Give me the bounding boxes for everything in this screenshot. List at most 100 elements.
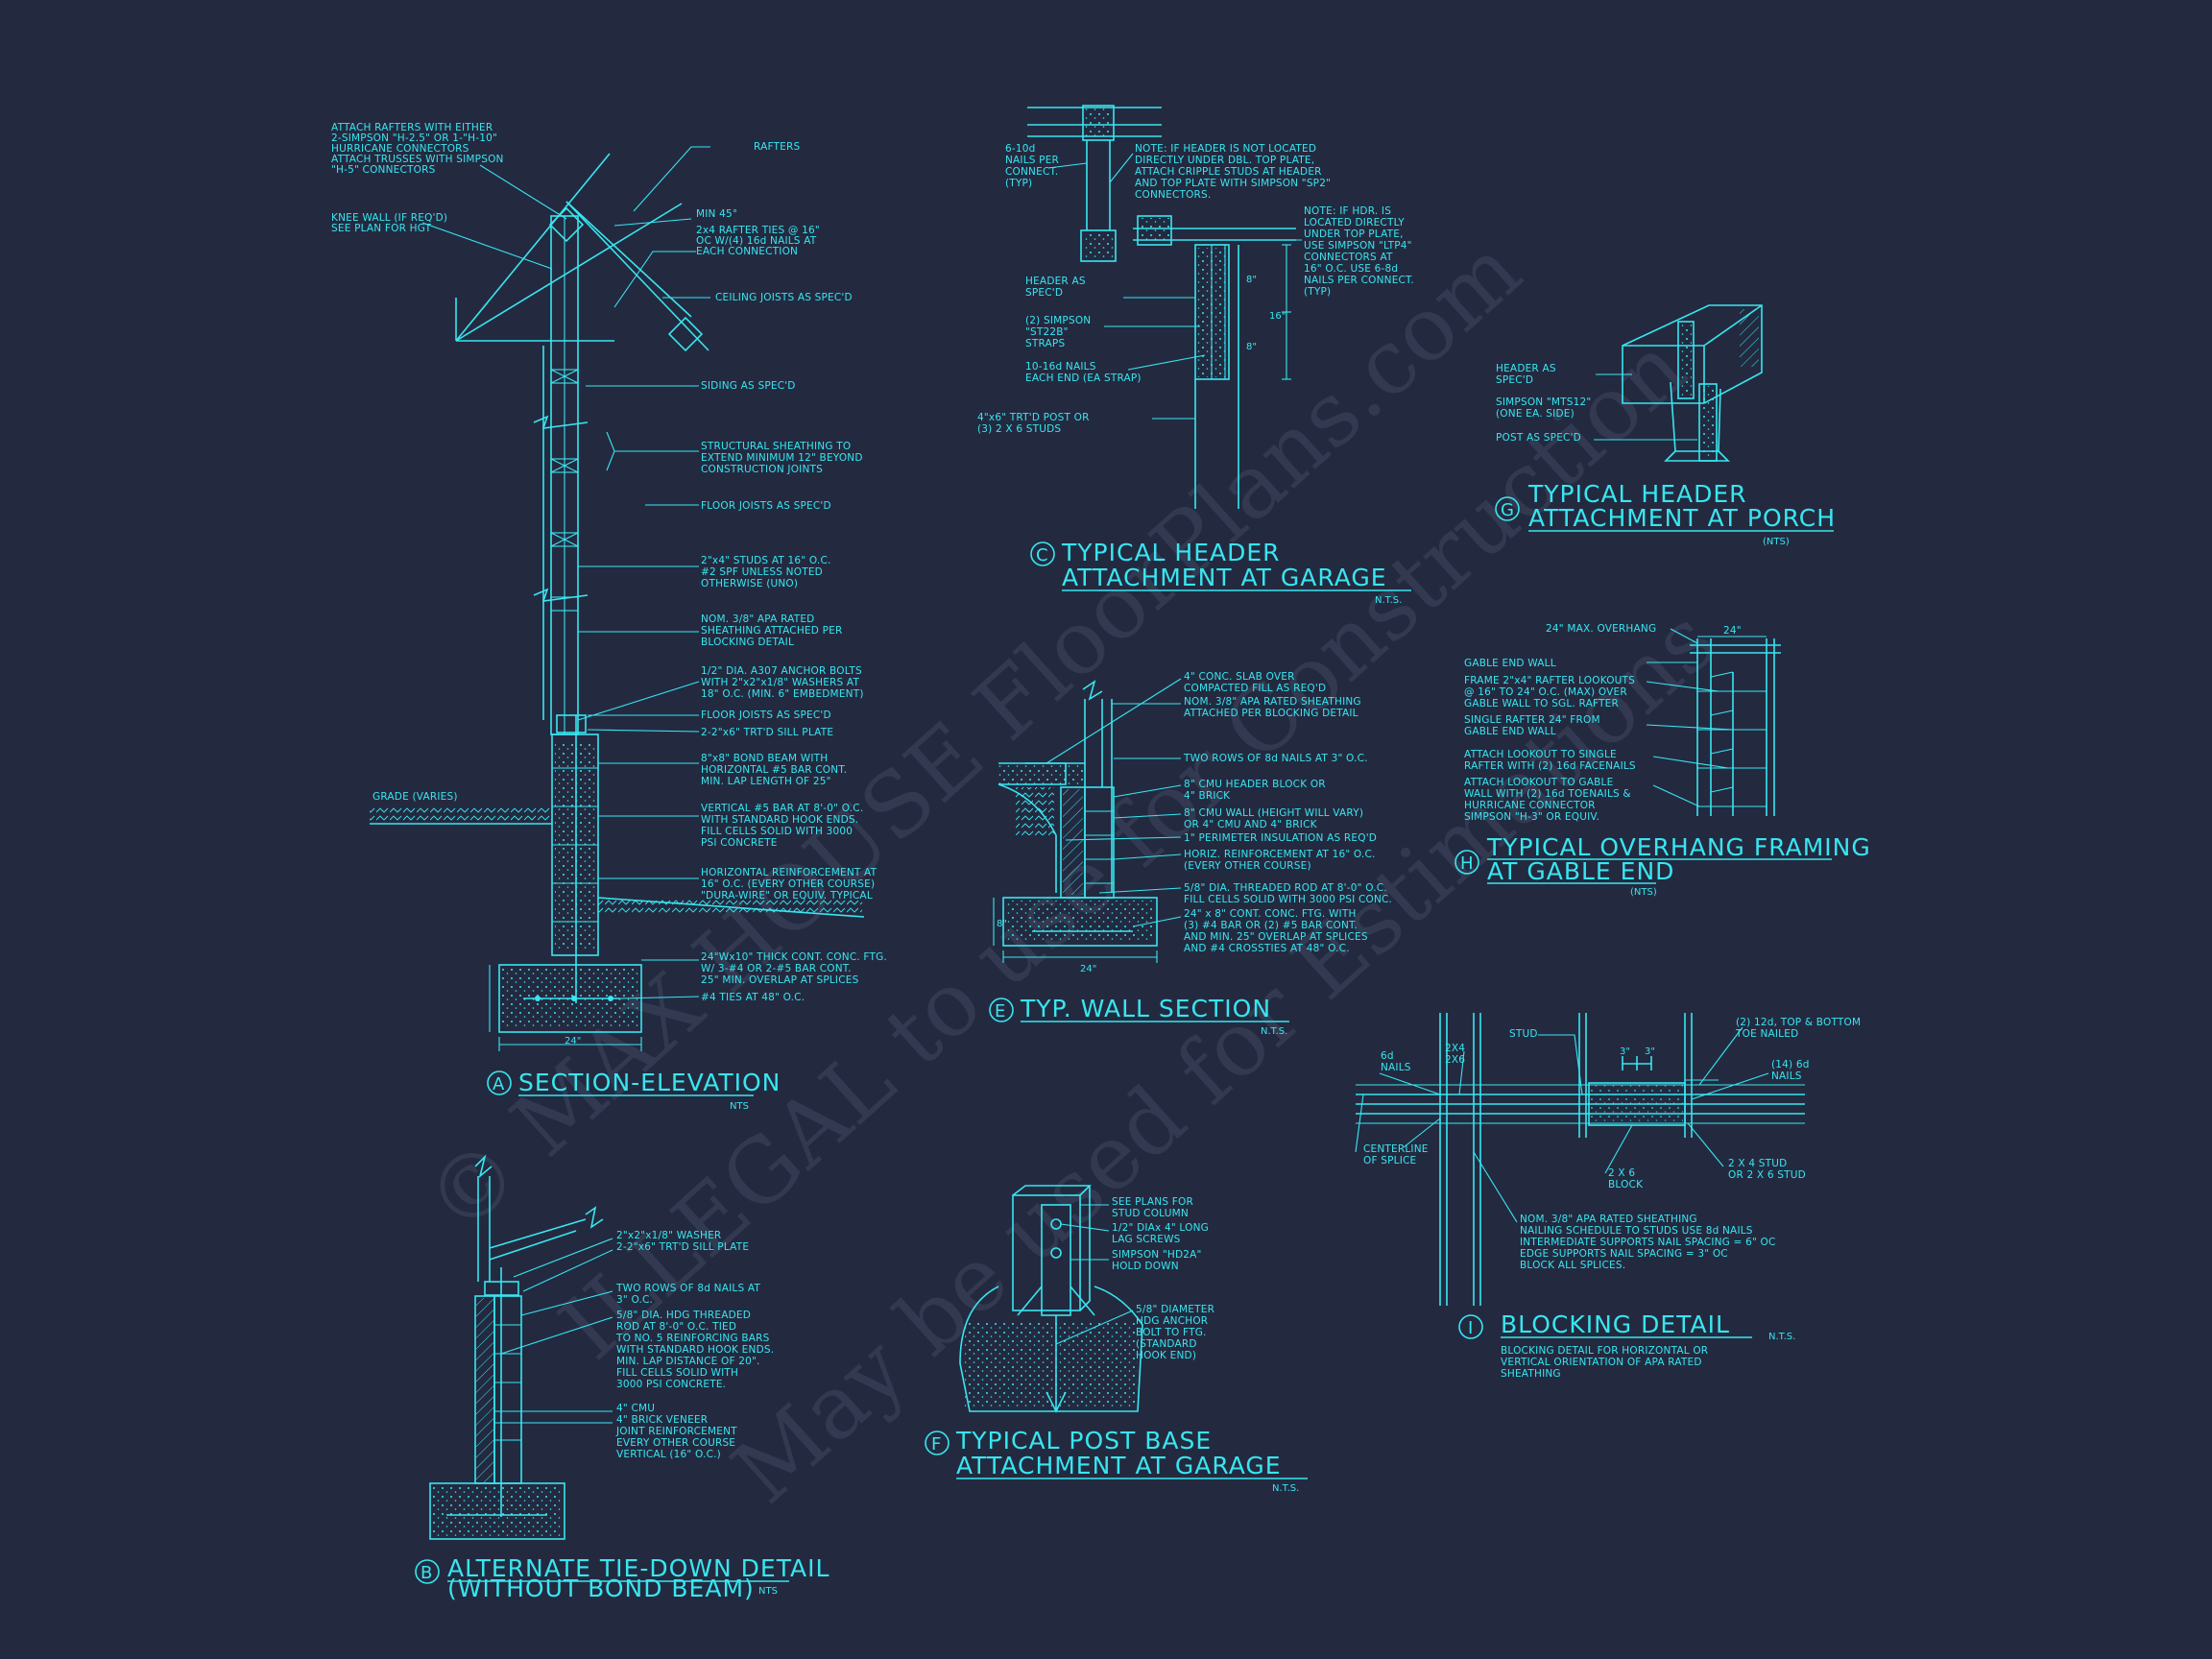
a-note-grade: GRADE (VARIES): [373, 791, 458, 803]
detail-b-nts: NTS: [758, 1586, 778, 1597]
c-note-st22b-straps: (2) SIMPSON"ST22B"STRAPS: [1025, 315, 1091, 349]
detail-c-letter: C: [1036, 545, 1048, 565]
detail-e-dim: 24": [1080, 964, 1096, 974]
detail-a-letter: A: [493, 1074, 505, 1094]
detail-g-letter: G: [1501, 500, 1514, 520]
a-note-studs: 2"x4" STUDS AT 16" O.C.#2 SPF UNLESS NOT…: [701, 555, 831, 589]
a-note-min-45: MIN 45°: [696, 208, 737, 220]
detail-a-title: SECTION-ELEVATION: [518, 1069, 781, 1096]
detail-g-title-block: G TYPICAL HEADER ATTACHMENT AT PORCH (NT…: [1495, 480, 1835, 547]
detail-f-title-block: F TYPICAL POST BASE ATTACHMENT AT GARAGE…: [925, 1427, 1308, 1494]
detail-h-title-line-1: TYPICAL OVERHANG FRAMING: [1486, 833, 1871, 861]
a-note-floor-joists-1: FLOOR JOISTS AS SPEC'D: [701, 500, 831, 512]
detail-b-title: ALTERNATE TIE-DOWN DETAIL: [447, 1554, 830, 1582]
detail-h-letter: H: [1460, 854, 1474, 874]
detail-a-drawing: 24": [370, 153, 865, 1051]
e-note-horiz-reinforcement: HORIZ. REINFORCEMENT AT 16" O.C.(EVERY O…: [1184, 849, 1376, 872]
e-note-nails: TWO ROWS OF 8d NAILS AT 3" O.C.: [1183, 753, 1368, 764]
detail-b-subtitle: (WITHOUT BOND BEAM): [447, 1575, 755, 1602]
detail-f-leaders: [1055, 1204, 1134, 1345]
detail-i-leaders: [1379, 1026, 1769, 1223]
h-note-rafter-lookouts: FRAME 2"x4" RAFTER LOOKOUTS@ 16" TO 24" …: [1464, 675, 1635, 709]
c-note-post: 4"x6" TRT'D POST OR(3) 2 X 6 STUDS: [977, 412, 1090, 435]
detail-e-drawing: 24" 8": [993, 680, 1158, 974]
detail-i-nts: N.T.S.: [1768, 1332, 1795, 1342]
detail-i-title-block: I BLOCKING DETAIL N.T.S. BLOCKING DETAIL…: [1458, 1310, 1795, 1380]
detail-h-leaders: [1646, 628, 1734, 807]
detail-c-leaders: [1047, 153, 1302, 420]
detail-i-drawing: 3" 3": [1355, 1013, 1805, 1306]
detail-c-title-block: C TYPICAL HEADER ATTACHMENT AT GARAGE N.…: [1030, 539, 1411, 606]
detail-g-nts: (NTS): [1763, 537, 1790, 547]
detail-i-title: BLOCKING DETAIL: [1501, 1310, 1730, 1338]
e-note-insulation: 1" PERIMETER INSULATION AS REQ'D: [1184, 832, 1377, 844]
detail-b-title-block: B ALTERNATE TIE-DOWN DETAIL (WITHOUT BON…: [415, 1554, 830, 1602]
h-note-max-overhang: 24" MAX. OVERHANG: [1546, 623, 1656, 635]
detail-a-section-elevation: 24" ATTACH RAFTERS WITH EITHE: [331, 122, 887, 1112]
detail-h-overhang-framing: 24" 24" MAX. OVERHANG GABLE END WALL FRA…: [1455, 623, 1871, 898]
detail-h-notes: 24" MAX. OVERHANG GABLE END WALL FRAME 2…: [1464, 623, 1656, 823]
detail-h-title-block: H TYPICAL OVERHANG FRAMING AT GABLE END …: [1455, 833, 1871, 898]
detail-f-nts: N.T.S.: [1272, 1483, 1299, 1494]
a-note-vertical-bar: VERTICAL #5 BAR AT 8'-0" O.C.WITH STANDA…: [701, 803, 863, 849]
a-note-rafter-ties: 2x4 RAFTER TIES @ 16"OC W/(4) 16d NAILS …: [696, 225, 820, 257]
g-note-post: POST AS SPEC'D: [1496, 432, 1581, 444]
a-note-ties: #4 TIES AT 48" O.C.: [701, 992, 805, 1003]
detail-e-title: TYP. WALL SECTION: [1020, 995, 1271, 1022]
e-note-cmu-wall: 8" CMU WALL (HEIGHT WILL VARY)OR 4" CMU …: [1184, 807, 1363, 830]
g-note-simpson: SIMPSON "MTS12"(ONE EA. SIDE): [1496, 397, 1591, 420]
a-note-siding: SIDING AS SPEC'D: [701, 380, 796, 392]
detail-e-title-block: E TYP. WALL SECTION N.T.S.: [989, 995, 1289, 1037]
detail-a-title-block: A SECTION-ELEVATION NTS: [487, 1069, 781, 1112]
c-dim-3: 8": [1246, 342, 1257, 352]
detail-h-drawing: 24": [1690, 625, 1781, 816]
detail-a-dim: 24": [565, 1036, 581, 1046]
detail-h-dim: 24": [1723, 625, 1742, 637]
detail-e-leaders: [1046, 678, 1182, 927]
detail-f-letter: F: [931, 1434, 941, 1455]
detail-h-nts: (NTS): [1630, 887, 1657, 898]
detail-b-leaders: [494, 1238, 613, 1424]
detail-f-title-line-2: ATTACHMENT AT GARAGE: [956, 1452, 1282, 1479]
detail-e-letter: E: [995, 1001, 1005, 1022]
detail-b-letter: B: [421, 1563, 432, 1583]
i-dim-2: 3": [1645, 1046, 1655, 1057]
